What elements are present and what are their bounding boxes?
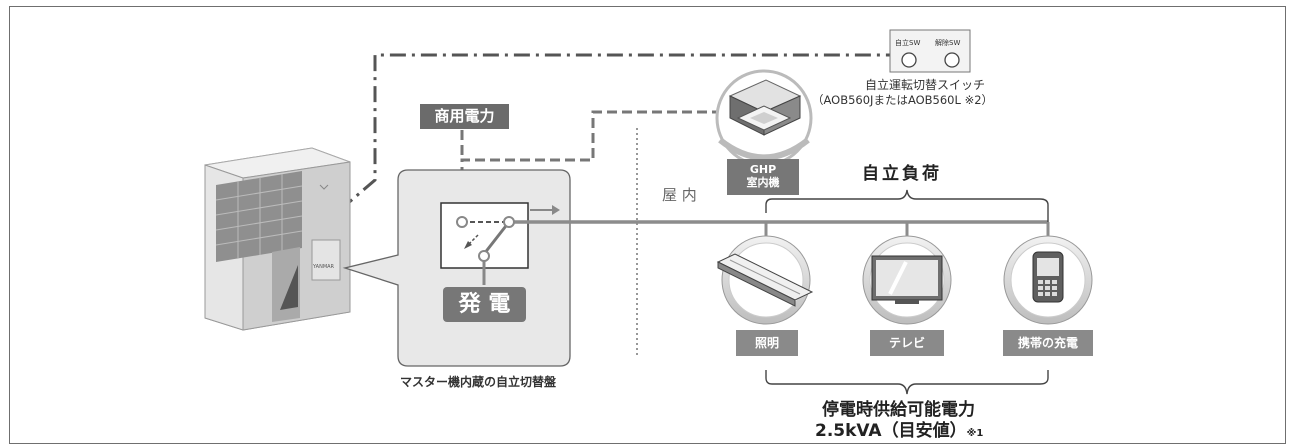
outage-supply-label: 停電時供給可能電力 <box>822 400 975 420</box>
unit-logo: YANMAR <box>312 264 335 270</box>
ghp-label-line1: GHP <box>749 163 777 176</box>
capacity-note: ※1 <box>966 428 984 439</box>
outdoor-unit <box>204 147 351 331</box>
indoor-label: 屋 内 <box>662 186 697 204</box>
capacity-label: 2.5kVA（目安値）※1 <box>815 423 983 440</box>
generation-label: 発 電 <box>443 287 526 322</box>
outage-supply-bracket <box>765 370 1049 395</box>
capacity-value: 2.5kVA（目安値） <box>815 421 967 441</box>
mobile-phone-icon <box>1003 235 1093 325</box>
ghp-indoor-unit <box>715 69 813 167</box>
load-label-lighting: 照明 <box>736 330 798 356</box>
switch-sw2-label: 解除SW <box>935 39 961 47</box>
independent-load-label: 自立負荷 <box>862 164 942 184</box>
switch-name-label: 自立運転切替スイッチ <box>865 78 986 92</box>
tv-icon <box>862 235 952 325</box>
switch-models-label: （AOB560JまたはAOB560L ※2） <box>812 93 994 107</box>
switch-signal-line <box>339 53 890 212</box>
ghp-label-box: GHP 室内機 <box>727 159 799 195</box>
switch-sw1-label: 自立SW <box>895 39 921 47</box>
lighting-icon <box>716 235 814 325</box>
load-label-mobile: 携帯の充電 <box>1003 330 1093 356</box>
commercial-power-label: 商用電力 <box>420 104 509 129</box>
ghp-label-line2: 室内機 <box>746 176 780 190</box>
switchboard-caption: マスター機内蔵の自立切替盤 <box>400 375 557 389</box>
autonomous-switch-device <box>889 29 971 73</box>
load-label-tv: テレビ <box>870 330 944 356</box>
independent-load-bracket <box>765 189 1049 222</box>
